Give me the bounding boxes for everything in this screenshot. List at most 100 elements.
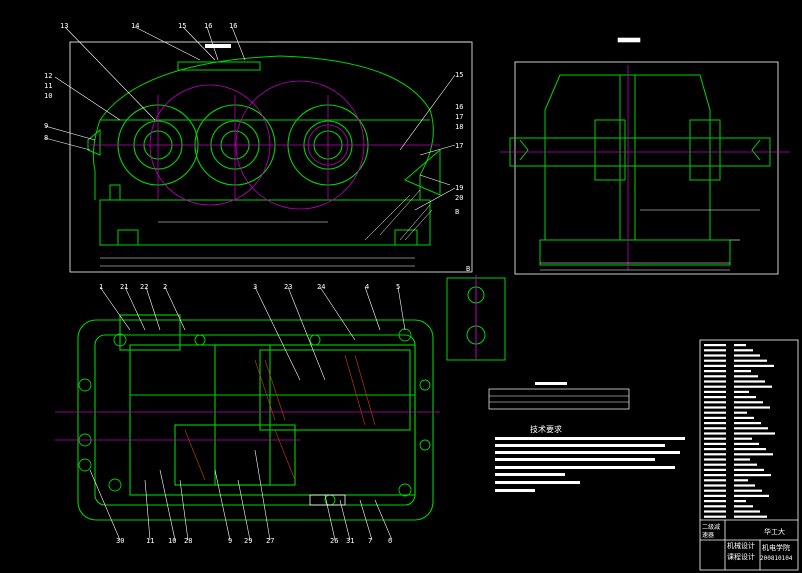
- plan-balloon-4: 4: [365, 283, 370, 291]
- bom-row-bar: [734, 474, 771, 477]
- bom-row-bar: [704, 474, 726, 477]
- bom-row-bar: [734, 458, 750, 461]
- bom-row-bar: [704, 448, 726, 451]
- bom-row-bar: [704, 515, 726, 518]
- bom-row-bar: [704, 416, 726, 419]
- bom-row-bar: [734, 416, 754, 419]
- bom-row-bar: [734, 344, 746, 347]
- bom-row-bar: [734, 427, 768, 430]
- bom-row-bar: [704, 390, 726, 393]
- balloon-19: 19: [455, 184, 464, 192]
- bom-row-bar: [734, 364, 774, 367]
- plan-balloon-27: 27: [266, 537, 275, 545]
- balloon-13: 13: [60, 22, 69, 30]
- bom-row-bar: [704, 401, 726, 404]
- bom-row-bar: [704, 468, 726, 471]
- bom-row-bar: [704, 505, 726, 508]
- title-block-drawing: 二级减速器: [702, 524, 721, 539]
- plan-balloon-7: 7: [368, 537, 373, 545]
- plan-balloon-23: 23: [284, 283, 293, 291]
- tech-requirements-lines: [495, 437, 685, 492]
- plan-balloon-30: 30: [116, 537, 125, 545]
- plan-balloon-28: 28: [184, 537, 193, 545]
- bom-row-bar: [734, 442, 759, 445]
- bom-row-bar: [734, 401, 763, 404]
- balloon-17: 17: [455, 142, 464, 150]
- plan-balloon-2: 2: [163, 283, 168, 291]
- balloon-b: B: [455, 208, 460, 216]
- bom-row-bar: [734, 463, 757, 466]
- bom-row-bar: [734, 380, 765, 383]
- bom-row-bar: [704, 422, 726, 425]
- bom-row-bar: [734, 489, 762, 492]
- plan-view-leaders: [89, 286, 406, 541]
- balloon-16-right: 16: [455, 103, 464, 111]
- bom-row-bar: [734, 448, 766, 451]
- bom-row-bar: [734, 370, 751, 373]
- plan-view-bottom-shaft: [309, 494, 346, 506]
- bom-row-bar: [704, 437, 726, 440]
- bom-row-bar: [704, 479, 726, 482]
- bom-row-bar: [734, 494, 769, 497]
- balloon-10: 10: [44, 92, 53, 100]
- bom-row-bar: [704, 385, 726, 388]
- bom-row-bar: [704, 411, 726, 414]
- plan-balloon-1: 1: [99, 283, 104, 291]
- front-view-hatch: [364, 189, 433, 241]
- bom-row-bar: [734, 468, 764, 471]
- bom-row-bar: [704, 396, 726, 399]
- balloon-15: 15: [178, 22, 187, 30]
- bom-row-bar: [734, 385, 772, 388]
- bom-row-bar: [704, 359, 726, 362]
- title-block-department: 机电学院: [762, 544, 790, 552]
- title-block-school: 华工大: [764, 528, 785, 536]
- balloon-16-2: 16: [229, 22, 238, 30]
- bom-row-bar: [704, 354, 726, 357]
- balloon-8: 8: [44, 134, 49, 142]
- bom-row-bar: [734, 349, 753, 352]
- front-view-pitch-circles: [90, 80, 440, 210]
- bom-row-bar: [704, 427, 726, 430]
- bom-row-bar: [734, 411, 747, 414]
- plan-balloon-10: 10: [168, 537, 177, 545]
- plan-balloon-3: 3: [253, 283, 258, 291]
- parts-list-small: [488, 382, 630, 410]
- bom-row-bar: [704, 458, 726, 461]
- bom-row-bar: [734, 406, 770, 409]
- bom-row-bar: [704, 494, 726, 497]
- balloon-18-right: 18: [455, 123, 464, 131]
- bom-row-bar: [734, 484, 755, 487]
- bom-row-bar: [734, 437, 752, 440]
- technical-requirements-title: 技术要求: [530, 425, 562, 434]
- side-view-housing: [509, 74, 771, 266]
- bom-row-bar: [704, 380, 726, 383]
- front-view-housing: [87, 55, 441, 246]
- front-view-title-bar: [205, 44, 231, 48]
- bom-row-bar: [734, 432, 775, 435]
- plan-balloon-31: 31: [346, 537, 355, 545]
- bom-row-bar: [734, 422, 761, 425]
- balloon-20: 20: [455, 194, 464, 202]
- bom-row-bar: [704, 375, 726, 378]
- title-block-code: 200810104: [760, 555, 793, 562]
- bom-row-bar: [704, 349, 726, 352]
- plan-view-housing: [77, 314, 434, 521]
- balloon-15-right: 15: [455, 71, 464, 79]
- bom-row-bar: [704, 432, 726, 435]
- plan-balloon-5: 5: [396, 283, 401, 291]
- title-block-course1: 机械设计: [727, 542, 755, 550]
- bom-row-bar: [704, 463, 726, 466]
- plan-balloon-9: 9: [228, 537, 233, 545]
- bom-row-bar: [704, 489, 726, 492]
- bom-row-bar: [704, 370, 726, 373]
- plan-balloon-6: 6: [388, 537, 393, 545]
- side-view-centerlines: [500, 65, 790, 270]
- bom-row-bar: [734, 500, 746, 503]
- bom-row-bar: [734, 515, 767, 518]
- plan-view-hatch: [184, 354, 376, 481]
- bom-row-bar: [734, 359, 767, 362]
- plan-balloon-21: 21: [120, 283, 129, 291]
- bom-row-bar: [734, 396, 756, 399]
- plan-view-centerlines: [55, 411, 440, 441]
